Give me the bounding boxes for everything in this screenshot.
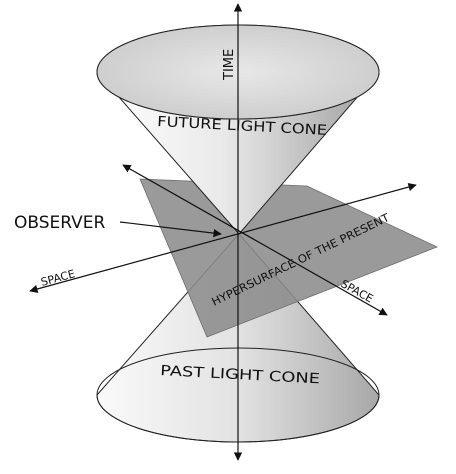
time-label: TIME: [222, 49, 237, 81]
observer-label: OBSERVER: [14, 213, 106, 233]
space-label-left: SPACE: [39, 267, 76, 289]
space-label-right: SPACE: [339, 277, 376, 305]
